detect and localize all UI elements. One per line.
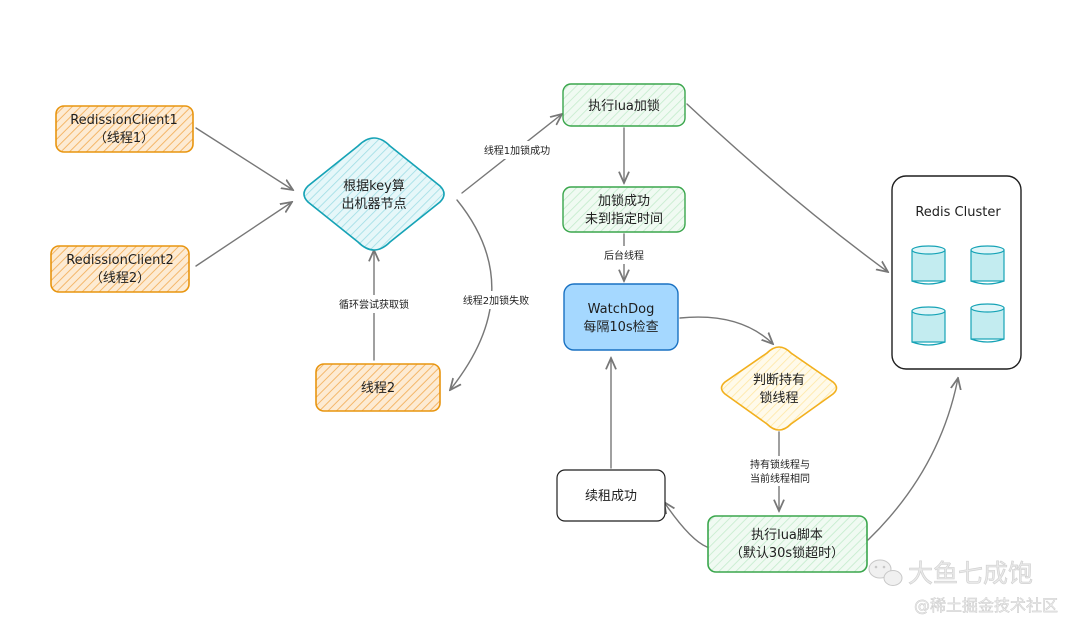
hash-line2: 出机器节点 — [341, 197, 406, 212]
exec-lua-script-line2: （默认30s锁超时） — [730, 545, 844, 561]
wechat-icon — [868, 559, 903, 586]
judge-line1: 判断持有 — [753, 373, 805, 388]
node-exec-lua-lock: 执行lua加锁 — [562, 83, 686, 127]
node-watchdog: WatchDog 每隔10s检查 — [563, 283, 679, 351]
edge-labels: 线程1加锁成功 线程2加锁失败 循环尝试获取锁 后台线程 持有锁线程与 当前线程… — [331, 141, 816, 486]
edge-lua-lock-to-redis — [686, 103, 888, 272]
watchdog-line1: WatchDog — [588, 302, 655, 317]
edge-script-to-renew — [664, 502, 708, 548]
node-thread2: 线程2 — [315, 363, 441, 412]
node-exec-lua-script: 执行lua脚本 （默认30s锁超时） — [707, 515, 868, 573]
database-icon — [911, 306, 946, 346]
node-hash-diamond: 根据key算 出机器节点 — [303, 137, 445, 251]
exec-lua-script-line1: 执行lua脚本 — [751, 527, 823, 543]
label-background-thread: 后台线程 — [604, 249, 644, 262]
client1-line2: （线程1） — [94, 131, 154, 146]
label-same-holder-line1: 持有锁线程与 — [750, 458, 810, 471]
database-icon — [970, 245, 1005, 285]
node-redis-cluster: Redis Cluster — [891, 175, 1022, 370]
hash-line1: 根据key算 — [343, 179, 405, 194]
node-lock-success: 加锁成功 未到指定时间 — [562, 186, 686, 233]
client2-line2: （线程2） — [90, 271, 150, 286]
label-same-holder-line2: 当前线程相同 — [750, 472, 810, 485]
edge-client1-to-hash — [195, 127, 293, 190]
lock-success-line1: 加锁成功 — [598, 193, 650, 209]
edge-script-to-redis — [867, 378, 958, 541]
node-judge-diamond: 判断持有 锁线程 — [720, 346, 838, 431]
renew-success-label: 续租成功 — [585, 489, 637, 504]
client2-line1: RedissionClient2 — [66, 253, 174, 268]
watermark-community: @稀土掘金技术社区 — [914, 596, 1058, 615]
lock-success-line2: 未到指定时间 — [585, 212, 663, 227]
node-client2: RedissionClient2 （线程2） — [50, 245, 190, 293]
label-thread2-fail: 线程2加锁失败 — [463, 294, 529, 307]
edge-watchdog-to-judge — [679, 316, 773, 344]
label-loop-retry: 循环尝试获取锁 — [339, 298, 409, 311]
node-client1: RedissionClient1 （线程1） — [55, 105, 194, 153]
database-icon — [911, 245, 946, 285]
redis-cluster-title: Redis Cluster — [915, 205, 1001, 220]
label-thread1-success: 线程1加锁成功 — [484, 144, 550, 157]
node-renew-success: 续租成功 — [556, 469, 666, 522]
thread2-label: 线程2 — [361, 381, 395, 396]
edge-client2-to-hash — [195, 202, 292, 267]
watermark-brand: 大鱼七成饱 — [908, 559, 1033, 588]
watchdog-line2: 每隔10s检查 — [583, 319, 658, 335]
watermark: 大鱼七成饱 @稀土掘金技术社区 — [868, 559, 1058, 615]
exec-lua-lock-label: 执行lua加锁 — [588, 98, 660, 114]
client1-line1: RedissionClient1 — [70, 113, 178, 128]
database-icon — [970, 303, 1005, 343]
judge-line2: 锁线程 — [759, 390, 798, 406]
